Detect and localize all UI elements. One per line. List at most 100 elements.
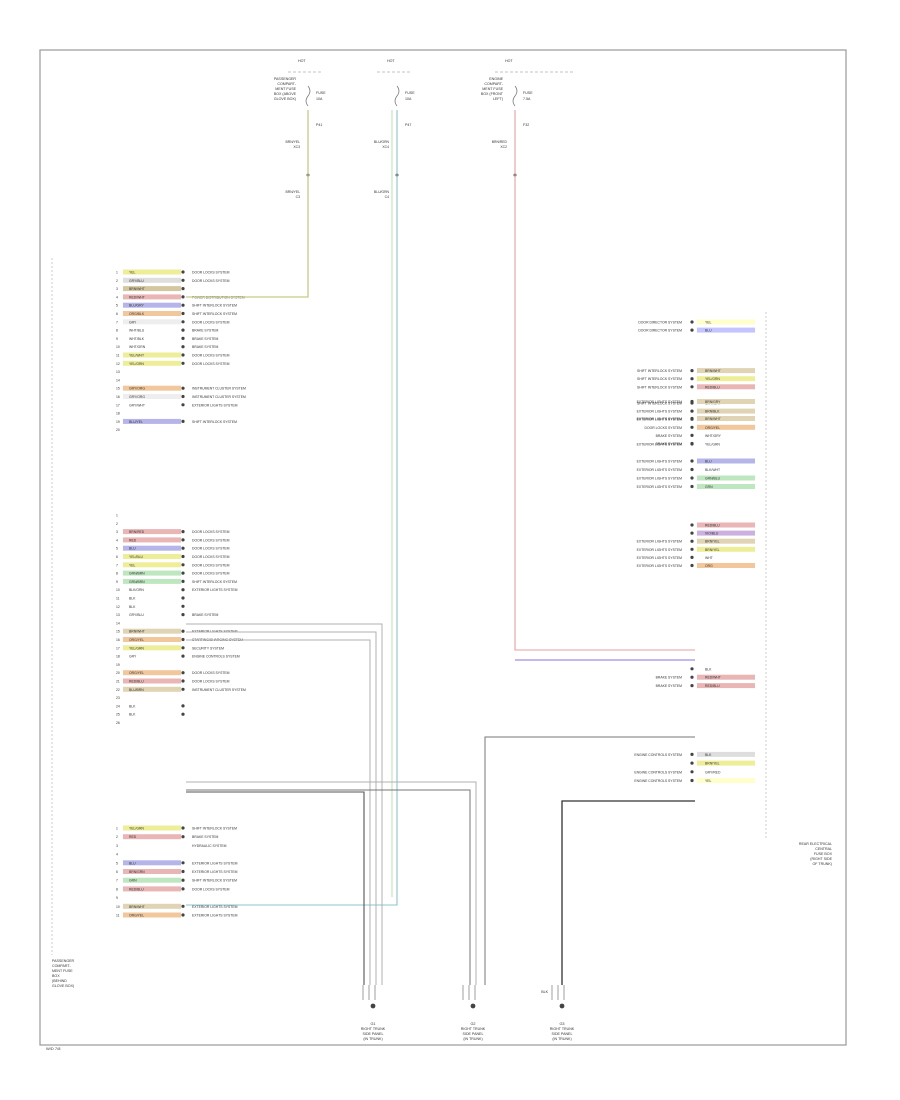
left-a-wire-color-band [123, 402, 181, 408]
left-a-pin-description: SHIFT INTERLOCK SYSTEM [192, 312, 237, 316]
right-pin-dot [690, 476, 694, 480]
right-pin-description: EXTERIOR LIGHTS SYSTEM [637, 564, 683, 568]
right-wire-label: BLK/WHT [705, 468, 720, 472]
left-c-pin-dot [181, 904, 185, 908]
left-b-wire-label: GRN/BRN [129, 572, 145, 576]
left-a-pin-number: 15 [116, 387, 120, 391]
left-module-label: MENT FUSE [52, 969, 73, 973]
left-a-wire-label: YEL [129, 271, 136, 275]
ground-wire-b [186, 631, 377, 985]
ground-wire-e [186, 791, 365, 985]
fuse-symbol [512, 85, 518, 107]
right-wire-label: BLK [705, 753, 712, 757]
left-b-wire-label: ORG/YEL [129, 671, 144, 675]
left-a-pin-dot [181, 303, 185, 307]
right-pin-description: SHIFT INTERLOCK SYSTEM [637, 402, 682, 406]
left-b-pin-description: DOOR LOCKS SYSTEM [192, 671, 230, 675]
ground-symbol [470, 1003, 476, 1009]
left-b-pin-number: 5 [116, 547, 118, 551]
left-b-pin-description: BRAKE SYSTEM [192, 613, 219, 617]
ground-location-label: RIGHT TRUNK [550, 1027, 575, 1031]
right-wire-color-band [697, 376, 755, 382]
right-pin-description: EXTERIOR LIGHTS SYSTEM [637, 548, 683, 552]
left-b-wire-label: BLK/GRN [129, 588, 144, 592]
left-b-pin-description: INSTRUMENT CLUSTER SYSTEM [192, 688, 246, 692]
right-wire-color-band [697, 769, 755, 775]
left-b-pin-dot [181, 637, 185, 642]
right-module-label: CENTRAL [815, 847, 832, 851]
right-wire-label: GRY/RED [705, 770, 721, 774]
right-pin-description: EXTERIOR LIGHTS SYSTEM [637, 556, 683, 560]
left-b-wire-color-band [123, 678, 181, 684]
left-a-pin-number: 12 [116, 362, 120, 366]
left-b-pin-number: 4 [116, 538, 118, 542]
left-b-wire-label: BLU/BRN [129, 688, 144, 692]
right-wire-label: GRN/BLU [705, 477, 721, 481]
fuse-location-label: BOX (FRONT [481, 92, 504, 96]
right-pin-description: SHIFT INTERLOCK SYSTEM [637, 385, 682, 389]
right-pin-description: DOOR LOCKS SYSTEM [645, 426, 683, 430]
wire-color-label: BLU/GRN [374, 140, 390, 144]
left-a-pin-dot [181, 295, 185, 299]
fuse-location-label: COMPART- [484, 82, 503, 86]
left-b-wire-label: ORG/YEL [129, 638, 144, 642]
left-b-wire-label: BLU [129, 547, 136, 551]
left-b-pin-description: DOOR LOCKS SYSTEM [192, 563, 230, 567]
left-c-wire-label: BRN/WHT [129, 905, 145, 909]
right-pin-description: EXTERIOR LIGHTS SYSTEM [637, 485, 683, 489]
right-pin-dot [690, 667, 694, 671]
ground-lead [362, 985, 376, 1000]
fuse-location-label: BOX (ABOVE [274, 92, 297, 96]
left-module-label: (BEHIND [52, 979, 67, 983]
right-wire-color-band [697, 384, 755, 390]
left-a-pin-number: 5 [116, 304, 118, 308]
left-a-pin-number: 8 [116, 329, 118, 333]
right-pin-description: EXTERIOR LIGHTS SYSTEM [637, 410, 683, 414]
left-b-wire-color-band [123, 537, 181, 543]
right-pin-dot [690, 752, 694, 757]
wire-id-label: XC3 [293, 145, 300, 149]
left-c-wire-color-band [123, 877, 181, 883]
left-b-wire-color-band [123, 587, 181, 593]
right-wire-label: BRN/BLK [705, 410, 720, 414]
right-pin-dot [690, 467, 694, 472]
left-a-pin-dot [181, 419, 185, 423]
left-a-pin-description: SHIFT INTERLOCK SYSTEM [192, 420, 237, 424]
wire-fuse2-to-left-module [186, 110, 398, 906]
right-wire-label: BRN/WHT [705, 369, 721, 373]
left-b-pin-number: 12 [116, 605, 120, 609]
left-a-pin-description: BRAKE SYSTEM [192, 345, 219, 349]
right-pin-dot [690, 547, 694, 551]
left-a-wire-color-band [123, 311, 181, 316]
right-pin-dot [690, 433, 694, 437]
right-pin-description: DOOR DIRECTOR SYSTEM [638, 321, 682, 325]
left-b-pin-number: 19 [116, 663, 120, 667]
fuse-amp-label: 10A [405, 97, 412, 101]
left-b-pin-dot [181, 687, 185, 691]
connector-label: C3 [296, 195, 300, 199]
left-b-pin-number: 7 [116, 563, 118, 567]
left-a-pin-description: DOOR LOCKS SYSTEM [192, 320, 230, 324]
left-a-wire-label: YEL/GRN [129, 362, 144, 366]
left-a-pin-number: 9 [116, 337, 118, 341]
left-c-wire-label: RED/BLU [129, 887, 144, 891]
right-wire-color-band [697, 563, 755, 568]
right-wire-label: BRN/GRY [705, 400, 721, 404]
left-b-wire-color-band [123, 670, 181, 676]
right-pin-description: BRAKE SYSTEM [656, 442, 683, 446]
left-b-pin-dot [181, 654, 185, 658]
left-b-pin-dot [181, 538, 185, 542]
left-a-wire-label: BRN/WHT [129, 287, 145, 291]
wire-id-label: XC4 [382, 145, 389, 149]
right-pin-dot [690, 377, 694, 381]
fuse-amp-label: 10A [316, 97, 323, 101]
left-b-pin-description: SECURITY SYSTEM [192, 646, 224, 650]
ground-wire-f [186, 789, 471, 985]
left-a-pin-description: INSTRUMENT CLUSTER SYSTEM [192, 387, 246, 391]
left-a-pin-number: 7 [116, 320, 118, 324]
left-b-pin-number: 15 [116, 630, 120, 634]
left-a-wire-color-band [123, 352, 181, 358]
fuse-bus-label: HOT [298, 59, 306, 63]
left-b-wire-label: BRN/WHT [129, 630, 145, 634]
left-b-pin-dot [181, 588, 185, 592]
